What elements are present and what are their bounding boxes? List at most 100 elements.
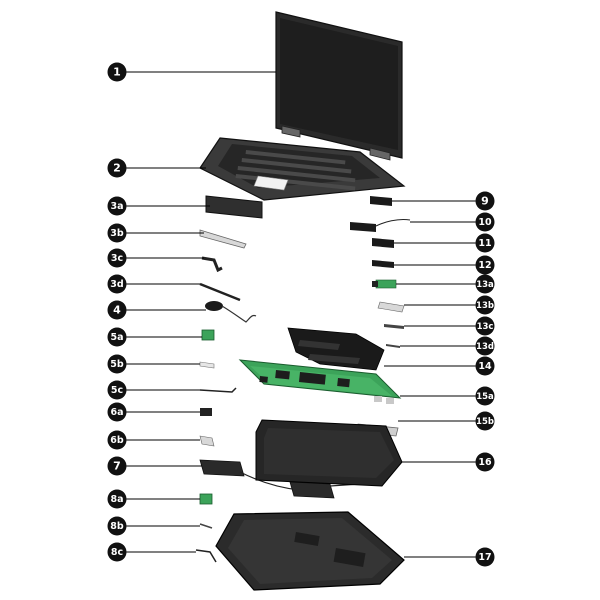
clip-13d-part [386,344,400,348]
leader-lines [126,71,476,558]
callout-badge-9: 9 [475,191,495,211]
callout-badge-6a: 6a [107,402,127,422]
bracket-part [199,435,215,447]
callout-label-3c: 3c [111,253,123,264]
wlan-shield-part [199,361,215,369]
touchpad-cable-part [201,256,223,273]
callout-circle-3a [107,196,127,216]
callout-label-8c: 8c [111,547,123,558]
callout-circle-13a [475,274,495,294]
callout-label-3a: 3a [110,201,123,212]
callout-badge-17: 17 [475,547,495,567]
module-9-part [370,196,392,206]
battery-part [255,419,403,487]
callout-badge-5c: 5c [107,380,127,400]
callout-label-13a: 13a [476,280,494,290]
small-board-part [200,408,212,416]
callout-badge-1: 1 [107,62,127,82]
callout-circle-10 [475,212,495,232]
callout-label-13d: 13d [476,342,494,352]
callout-label-3b: 3b [110,228,124,239]
callout-label-6b: 6b [110,435,124,446]
callout-label-4: 4 [113,304,121,317]
callout-circle-13d [475,336,495,356]
callout-circle-9 [475,191,495,211]
callout-badge-13a: 13a [475,274,495,294]
callout-badge-8b: 8b [107,516,127,536]
top-cover-keyboard-part [199,137,406,201]
callout-badge-8a: 8a [107,489,127,509]
callout-circle-4 [107,300,127,320]
callout-label-5a: 5a [110,332,123,343]
callout-circle-17 [475,547,495,567]
callout-circle-8c [107,542,127,562]
callout-badge-7: 7 [107,456,127,476]
cable-short-part [199,523,213,529]
callout-circle-8a [107,489,127,509]
callout-circle-2 [107,158,127,178]
callout-badge-5b: 5b [107,354,127,374]
clip-13c-part [384,324,404,329]
system-board-part [238,359,402,404]
touchpad-part [205,195,263,219]
callout-badge-3d: 3d [107,274,127,294]
callout-label-13b: 13b [476,301,494,311]
cable-part [199,387,237,393]
callout-badge-13c: 13c [475,316,495,336]
callout-label-17: 17 [478,552,491,563]
callout-label-8a: 8a [110,494,123,505]
heat-sink-part [287,327,385,371]
callout-badge-13b: 13b [475,295,495,315]
touchpad-bracket-part [199,229,247,249]
callout-circle-15b [475,411,495,431]
speakers-part [199,459,373,499]
callout-label-9: 9 [481,195,489,208]
bracket-13b-part [377,301,405,313]
cable-long-part [195,549,217,563]
callout-badge-15a: 15a [475,386,495,406]
callout-label-1: 1 [113,66,121,79]
callout-badge-13d: 13d [475,336,495,356]
callout-circle-5a [107,327,127,347]
callout-circle-13b [475,295,495,315]
callout-badge-8c: 8c [107,542,127,562]
callout-badge-15b: 15b [475,411,495,431]
callout-circle-13c [475,316,495,336]
callout-label-7: 7 [113,460,121,473]
callout-badge-2: 2 [107,158,127,178]
callout-badge-3a: 3a [107,196,127,216]
callout-circle-11 [475,233,495,253]
callout-circle-16 [475,452,495,472]
callout-label-14: 14 [478,361,492,372]
callout-badge-14: 14 [475,356,495,376]
callout-label-3d: 3d [110,279,123,290]
callout-circle-7 [107,456,127,476]
callout-circle-1 [107,62,127,82]
callout-label-15b: 15b [476,417,494,427]
callout-badges: 123a3b3c3d45a5b5c6a6b78a8b8c910111213a13… [107,62,495,567]
callout-circle-3d [107,274,127,294]
callout-circle-3c [107,248,127,268]
callout-badge-3c: 3c [107,248,127,268]
callout-circle-6a [107,402,127,422]
callout-circle-5b [107,354,127,374]
module-10-part [350,219,411,232]
callout-badge-3b: 3b [107,223,127,243]
callout-label-10: 10 [478,217,492,228]
bottom-cover-part [215,511,405,591]
callout-circle-12 [475,255,495,275]
callout-label-5c: 5c [111,385,123,396]
callout-circle-8b [107,516,127,536]
callout-circle-3b [107,223,127,243]
callout-badge-10: 10 [475,212,495,232]
module-11-part [372,238,394,248]
callout-label-15a: 15a [476,392,494,402]
callout-badge-12: 12 [475,255,495,275]
callout-badge-6b: 6b [107,430,127,450]
callout-badge-5a: 5a [107,327,127,347]
callout-circle-5c [107,380,127,400]
callout-badge-11: 11 [475,233,495,253]
callout-label-16: 16 [478,457,492,468]
callout-label-8b: 8b [110,521,124,532]
callout-badge-16: 16 [475,452,495,472]
